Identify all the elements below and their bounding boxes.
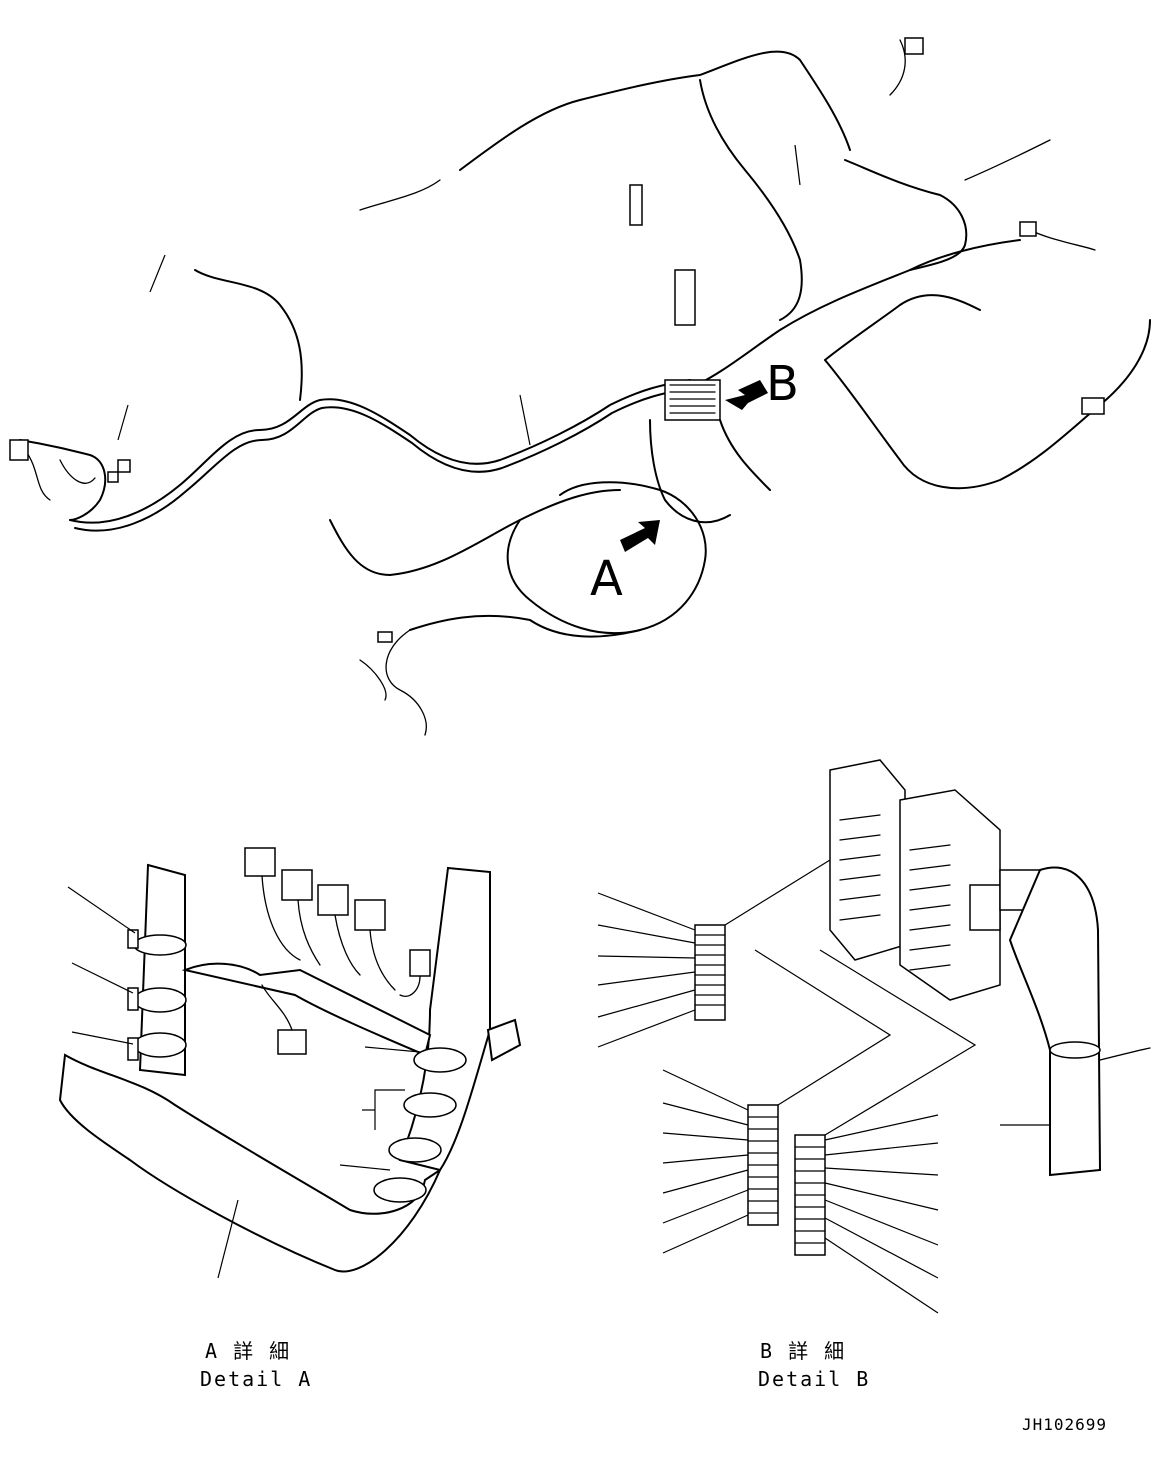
connector-icon	[107, 471, 119, 483]
connector-icon	[409, 949, 431, 977]
connector-icon	[1019, 221, 1037, 237]
connector-icon	[9, 439, 29, 461]
connector-icon	[277, 1029, 307, 1055]
connector-icon	[904, 37, 924, 55]
relay-stack-2	[747, 1104, 779, 1226]
detail-a-caption-ja: A 詳 細	[205, 1339, 291, 1363]
connector-icon	[281, 869, 313, 901]
detail-a-drawing	[58, 847, 522, 1279]
detail-b-caption-en: Detail B	[758, 1367, 870, 1391]
arrow-b-icon	[725, 380, 768, 410]
relay-stack-3	[794, 1134, 826, 1256]
connector-icon	[1081, 397, 1105, 415]
relay-block	[629, 184, 643, 226]
connector-icon	[317, 884, 349, 916]
callout-b: B	[766, 356, 799, 412]
connector-icon	[117, 459, 131, 473]
relay-stack-1	[694, 924, 726, 1021]
relay-block	[674, 269, 696, 326]
detail-b-caption-ja: B 詳 細	[760, 1339, 846, 1363]
drawing-number: JH102699	[1022, 1415, 1107, 1434]
connector-icon	[354, 899, 386, 931]
callout-a: A	[590, 551, 623, 607]
detail-b-drawing	[597, 759, 1151, 1314]
connector-icon	[969, 884, 1001, 931]
detail-a-caption-en: Detail A	[200, 1367, 312, 1391]
arrow-a-icon	[620, 520, 660, 552]
main-harness-overview: A B	[9, 37, 1151, 736]
connector-icon	[377, 631, 393, 643]
connector-icon	[244, 847, 276, 877]
junction-block	[664, 379, 721, 421]
